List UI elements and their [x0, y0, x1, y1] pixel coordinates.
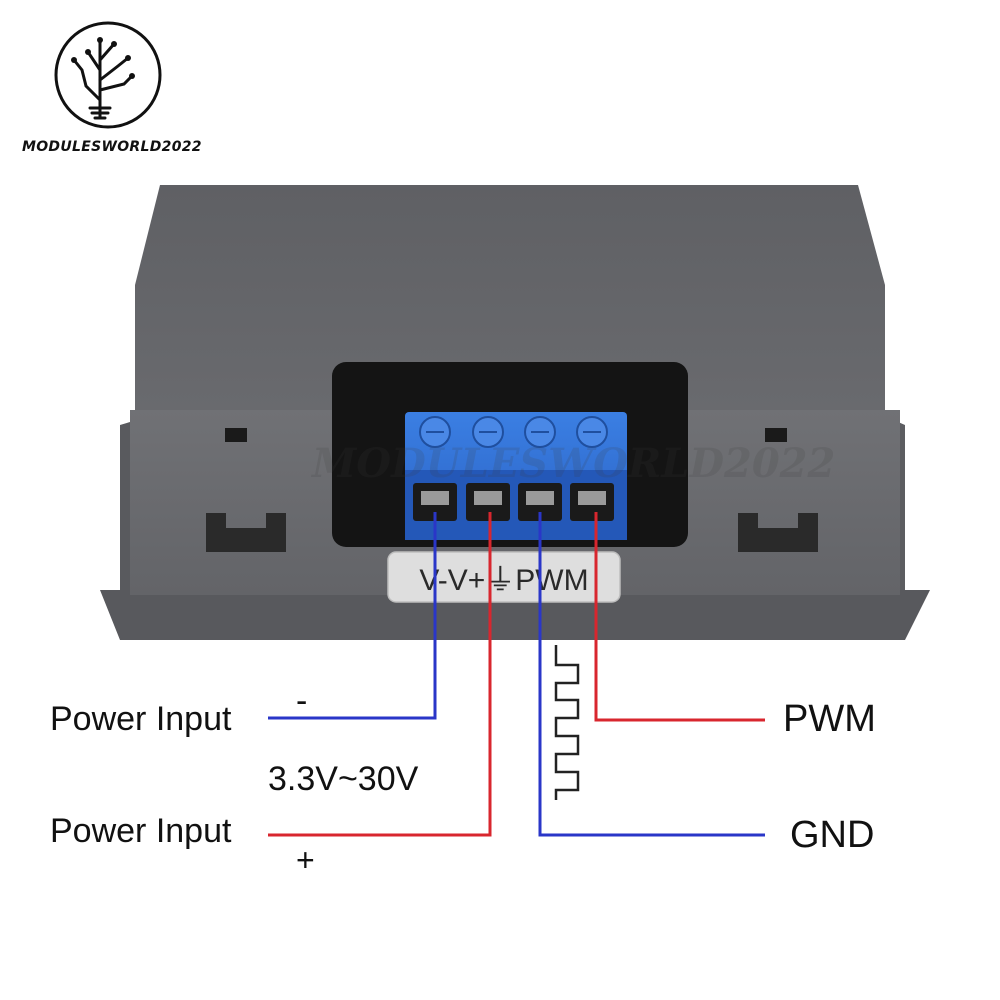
terminal-sticker [387, 551, 621, 603]
logo-emblem [54, 21, 162, 129]
label-pwm: PWM [783, 698, 876, 740]
label-negative-sign: - [296, 682, 308, 720]
terminal-block [405, 412, 627, 540]
wire-gnd [538, 512, 765, 837]
label-gnd: GND [790, 814, 875, 856]
wire-power-negative [268, 512, 437, 720]
pwm-waveform-icon [554, 645, 580, 800]
terminal-screws [419, 416, 608, 448]
label-voltage-range: 3.3V~30V [268, 760, 419, 798]
label-power-input-negative: Power Input [50, 700, 232, 738]
terminal-sockets [413, 483, 614, 521]
label-power-input-positive: Power Input [50, 812, 232, 850]
brand-name: MODULESWORLD2022 [22, 139, 202, 155]
wire-pwm [594, 512, 765, 722]
wiring [268, 512, 765, 837]
label-positive-sign: + [296, 842, 315, 878]
terminal-sticker-text: V-V+⏚PWM [419, 564, 588, 597]
wire-power-positive [268, 512, 492, 837]
watermark-text: MODULESWORLD2022 [312, 440, 836, 487]
